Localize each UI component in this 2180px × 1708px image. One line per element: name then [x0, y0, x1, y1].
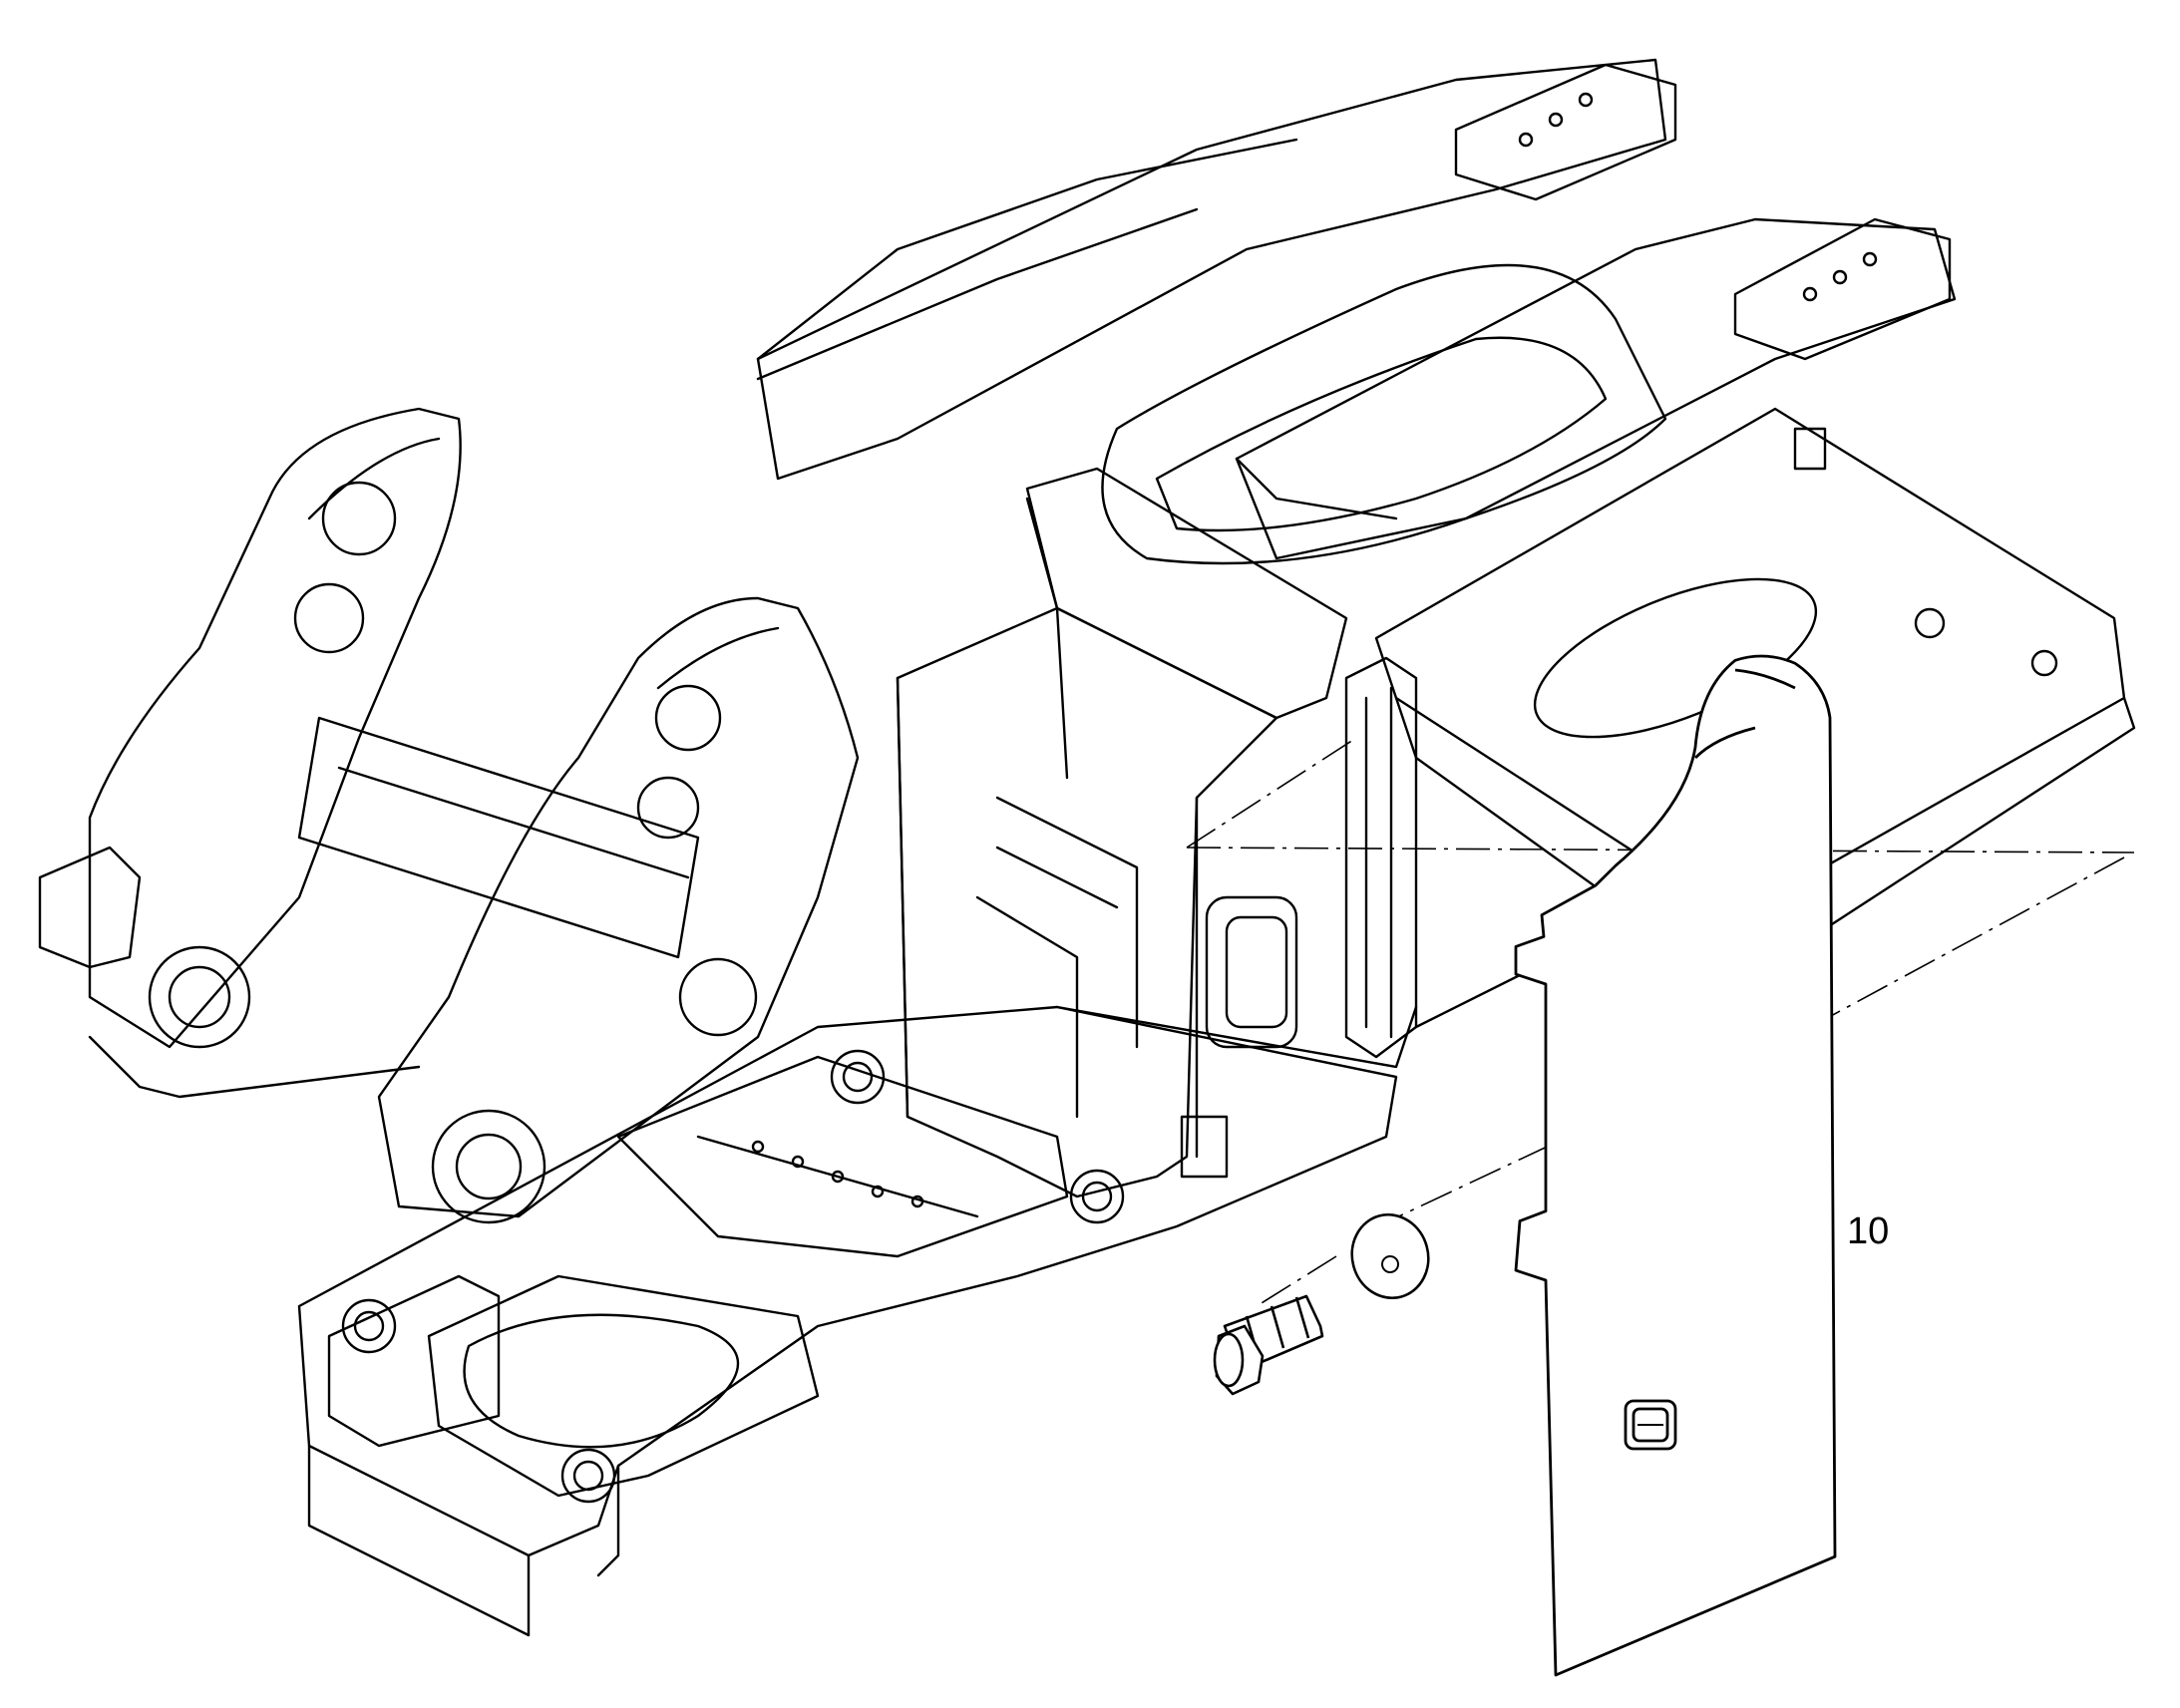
central-opening — [1101, 263, 1667, 565]
vertical-rail-assembly — [1344, 656, 1418, 1059]
boom-mount-left — [88, 407, 462, 1049]
rear-right-beam — [1235, 217, 1957, 560]
machine-upper-frame — [38, 58, 2136, 1637]
lower-front-frame — [297, 1005, 1398, 1557]
rear-beam-top-pad-1 — [1454, 63, 1677, 201]
boom-mount-right — [377, 596, 860, 1218]
bolt — [1213, 1294, 1324, 1396]
callout-label-10: 10 — [1847, 1210, 1889, 1252]
cab-support-box — [896, 606, 1278, 1198]
rear-beam-top-pad-2 — [1733, 217, 1952, 361]
rear-left-beam — [756, 58, 1667, 481]
side-cover-panel — [1514, 654, 1837, 1677]
washer — [1350, 1212, 1430, 1300]
